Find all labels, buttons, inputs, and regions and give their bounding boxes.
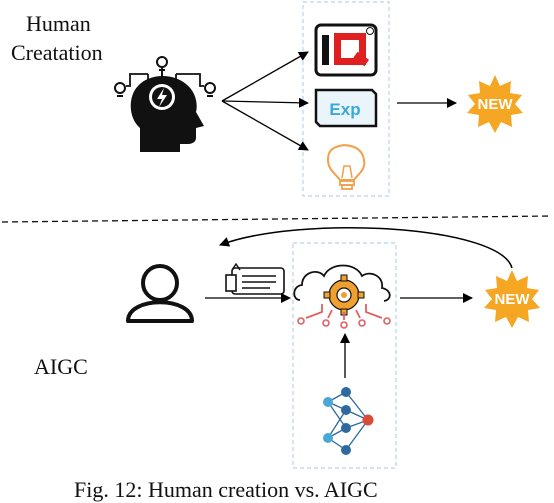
exp-text: Exp xyxy=(329,100,360,119)
neural-network-icon xyxy=(323,387,374,455)
new-badge-top: NEW xyxy=(467,75,523,133)
figure-caption: Fig. 12: Human creation vs. AIGC xyxy=(74,477,378,502)
exp-icon: Exp xyxy=(314,88,378,128)
human-label-line1: Human xyxy=(26,11,91,36)
aigc-label: AIGC xyxy=(34,354,88,379)
section-divider xyxy=(1,215,553,223)
feedback-curve-arrow xyxy=(219,227,513,269)
head-to-resources-arrows xyxy=(221,51,309,151)
human-head-lightning-icon xyxy=(114,56,216,152)
prompt-scroll-icon xyxy=(225,262,285,295)
ai-system-box xyxy=(292,242,397,469)
human-label-line2: Creatation xyxy=(11,40,103,65)
new-badge-bottom: NEW xyxy=(484,270,540,328)
new-badge-bottom-text: NEW xyxy=(495,291,531,308)
iq-icon xyxy=(314,23,378,77)
lightbulb-icon xyxy=(326,144,366,190)
cloud-gear-circuit-icon xyxy=(293,264,391,329)
user-outline-icon xyxy=(126,264,194,323)
new-badge-top-text: NEW xyxy=(478,96,514,113)
